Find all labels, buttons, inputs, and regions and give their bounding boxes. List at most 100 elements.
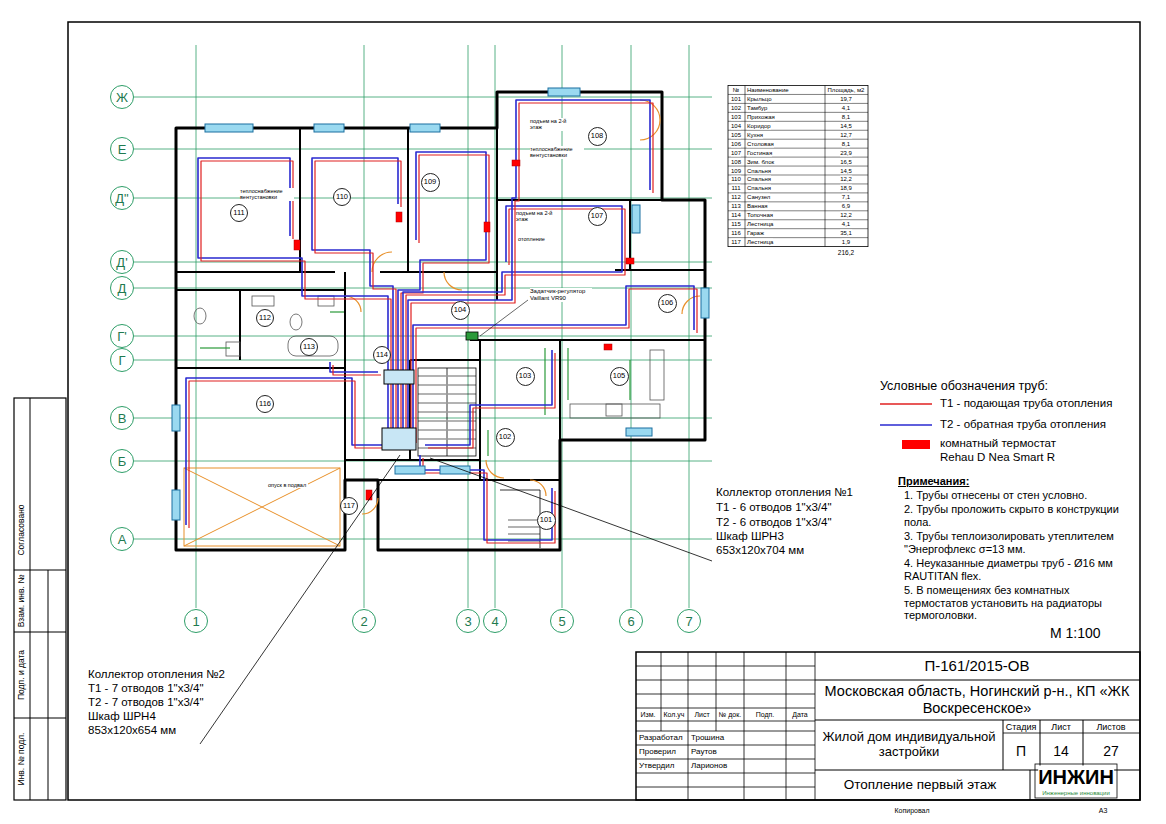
table-cell: 106 bbox=[731, 140, 741, 147]
leader-line bbox=[200, 455, 400, 744]
table-cell: Кухня bbox=[747, 131, 763, 138]
collector-note: Т1 - 6 отводов 1"x3/4" bbox=[716, 501, 831, 514]
room-number-text: 116 bbox=[259, 400, 271, 408]
company-slogan: Инженерные инновации bbox=[1042, 790, 1110, 797]
room-number-text: 114 bbox=[376, 351, 388, 359]
legend-line bbox=[880, 403, 932, 405]
interior-wall bbox=[470, 339, 705, 341]
interior-wall bbox=[344, 272, 346, 480]
plan-note: опуск в подвал bbox=[268, 482, 308, 488]
legend-line-sample bbox=[880, 422, 932, 428]
porch-step bbox=[508, 534, 540, 535]
supply-pipe bbox=[201, 161, 391, 443]
room-number: 105 bbox=[610, 367, 629, 386]
radiator bbox=[172, 405, 180, 431]
table-cell: 111 bbox=[731, 185, 740, 192]
stamp-line bbox=[14, 632, 66, 633]
axis-bubble: А bbox=[110, 527, 134, 551]
water-pipe bbox=[567, 348, 568, 400]
axis-letter: Д" bbox=[115, 192, 128, 205]
title-cell: 27 bbox=[1103, 743, 1119, 759]
note: 1. Трубы отнесены от стен условно. bbox=[904, 489, 1126, 502]
stair-tread bbox=[448, 376, 476, 377]
collector-note: Т1 - 7 отводов 1"x3/4" bbox=[88, 682, 203, 695]
legend-text: комнатный термостат Rehau D Nea Smart R bbox=[940, 437, 1080, 465]
kitchen-counter bbox=[570, 404, 660, 418]
table-col-line bbox=[745, 86, 746, 247]
axis-bubble: Б bbox=[110, 449, 134, 473]
table-cell: Зим. блок bbox=[747, 158, 774, 165]
room-number-text: 117 bbox=[343, 502, 355, 510]
stamp-line bbox=[14, 570, 66, 571]
title-grid-line bbox=[636, 745, 815, 746]
title-grid-line bbox=[636, 694, 815, 695]
table-cell: Гостиная bbox=[747, 149, 772, 156]
title-cell: 14 bbox=[1053, 743, 1069, 759]
title-grid-line bbox=[815, 652, 816, 800]
grid-axis-line bbox=[134, 336, 712, 337]
stair-tread bbox=[418, 385, 446, 386]
title-cell: Проверил bbox=[639, 747, 676, 756]
room-number: 109 bbox=[421, 173, 440, 192]
table-cell: 18,9 bbox=[840, 185, 852, 192]
axis-letter: 6 bbox=[627, 615, 634, 628]
room-number-text: 103 bbox=[519, 372, 532, 380]
plan-note: теплоснабжение вентустановки bbox=[240, 188, 294, 201]
leader-line bbox=[430, 458, 712, 561]
return-pipe bbox=[186, 378, 383, 525]
title-grid-line bbox=[688, 652, 689, 800]
room-thermostat bbox=[366, 490, 372, 500]
axis-bubble: 7 bbox=[677, 609, 701, 633]
axis-letter: Г bbox=[118, 354, 125, 367]
note: 4. Неуказанные диаметры труб - Ø16 мм RA… bbox=[904, 557, 1126, 582]
room-thermostat bbox=[512, 160, 520, 166]
title-cell: Лист bbox=[694, 711, 709, 719]
title-grid-line bbox=[786, 652, 787, 800]
stair-tread bbox=[418, 394, 446, 395]
axis-bubble: Ж bbox=[110, 85, 134, 109]
room-number: 106 bbox=[658, 294, 677, 313]
legend-text: Т1 - подающая труба отопления bbox=[940, 397, 1112, 411]
toilet bbox=[194, 308, 206, 324]
radiator bbox=[548, 88, 580, 96]
document-code: П-161/2015-ОВ bbox=[924, 657, 1029, 674]
stair-tread bbox=[418, 430, 446, 431]
radiator bbox=[410, 124, 440, 132]
supply-pipe bbox=[416, 289, 697, 443]
interior-wall bbox=[345, 459, 480, 461]
water-pipe bbox=[487, 430, 488, 456]
stair-tread bbox=[448, 412, 476, 413]
title-grid-line bbox=[636, 666, 815, 667]
table-cell: 1,9 bbox=[842, 239, 850, 246]
title-grid-line bbox=[815, 680, 1140, 681]
stamp-field: Взам. инв. № bbox=[17, 575, 27, 628]
radiator bbox=[632, 205, 640, 233]
title-cell: Листов bbox=[1096, 722, 1125, 732]
stair-tread bbox=[448, 385, 476, 386]
room-number: 101 bbox=[537, 511, 556, 530]
title-cell: Изм. bbox=[641, 711, 656, 719]
stair-tread bbox=[418, 439, 446, 440]
title-grid-line bbox=[716, 652, 717, 731]
title-grid-line bbox=[1083, 720, 1084, 770]
axis-letter: Б bbox=[118, 455, 127, 468]
water-pipe bbox=[629, 360, 630, 400]
object-name: Жилой дом индивидуальной застройки bbox=[819, 730, 999, 760]
note: 3. Трубы теплоизолировать утеплителем "Э… bbox=[904, 530, 1126, 555]
supply-pipe bbox=[333, 365, 381, 375]
title-grid-line bbox=[636, 721, 815, 722]
table-cell: 107 bbox=[731, 149, 741, 156]
interior-wall bbox=[497, 199, 662, 201]
title-grid-line bbox=[1040, 720, 1041, 770]
table-cell: Лестница bbox=[747, 221, 773, 228]
note: 5. В помещениях без комнатных термостато… bbox=[904, 584, 1126, 622]
table-cell: 8,1 bbox=[842, 113, 850, 120]
return-pipe bbox=[408, 100, 650, 440]
door-swing bbox=[444, 272, 462, 290]
table-cell: 113 bbox=[731, 203, 741, 210]
door-swing bbox=[530, 480, 546, 496]
porch-step bbox=[508, 520, 540, 521]
axis-bubble: Д bbox=[110, 276, 134, 300]
interior-wall bbox=[176, 271, 335, 273]
